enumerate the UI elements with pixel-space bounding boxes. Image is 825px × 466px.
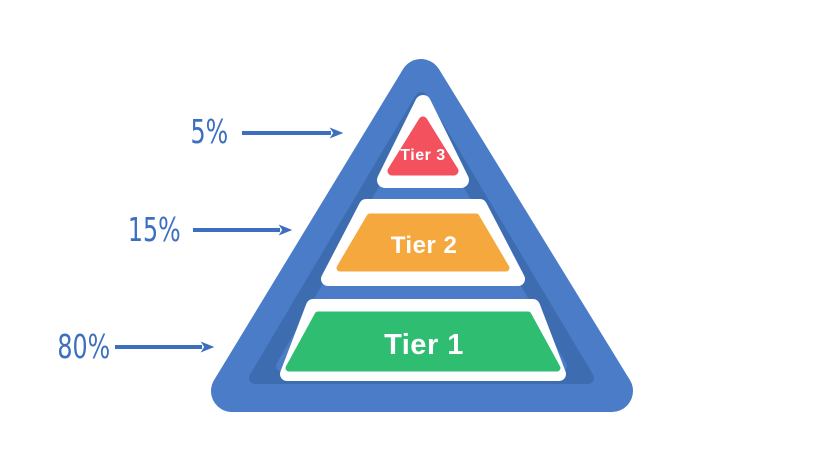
- tier-2-segment: Tier 2: [321, 199, 525, 286]
- tier-1-percent-label: 80%: [57, 327, 110, 366]
- tier-2-percent-label: 15%: [128, 210, 181, 249]
- tier-2-label: Tier 2: [391, 232, 458, 259]
- tier-3-segment: Tier 3: [377, 95, 469, 188]
- tier-3-label: Tier 3: [400, 147, 445, 164]
- tier-3-percent-label: 5%: [191, 112, 229, 151]
- tier-1-shape: [285, 311, 561, 372]
- tier-3-shape: [387, 116, 459, 176]
- tier-2-shape: [336, 213, 510, 272]
- percent-labels-group: 5% 15% 80%: [57, 112, 228, 366]
- tier-1-segment: Tier 1: [280, 299, 566, 381]
- tier-1-label: Tier 1: [384, 329, 464, 361]
- arrows-group: [115, 127, 344, 353]
